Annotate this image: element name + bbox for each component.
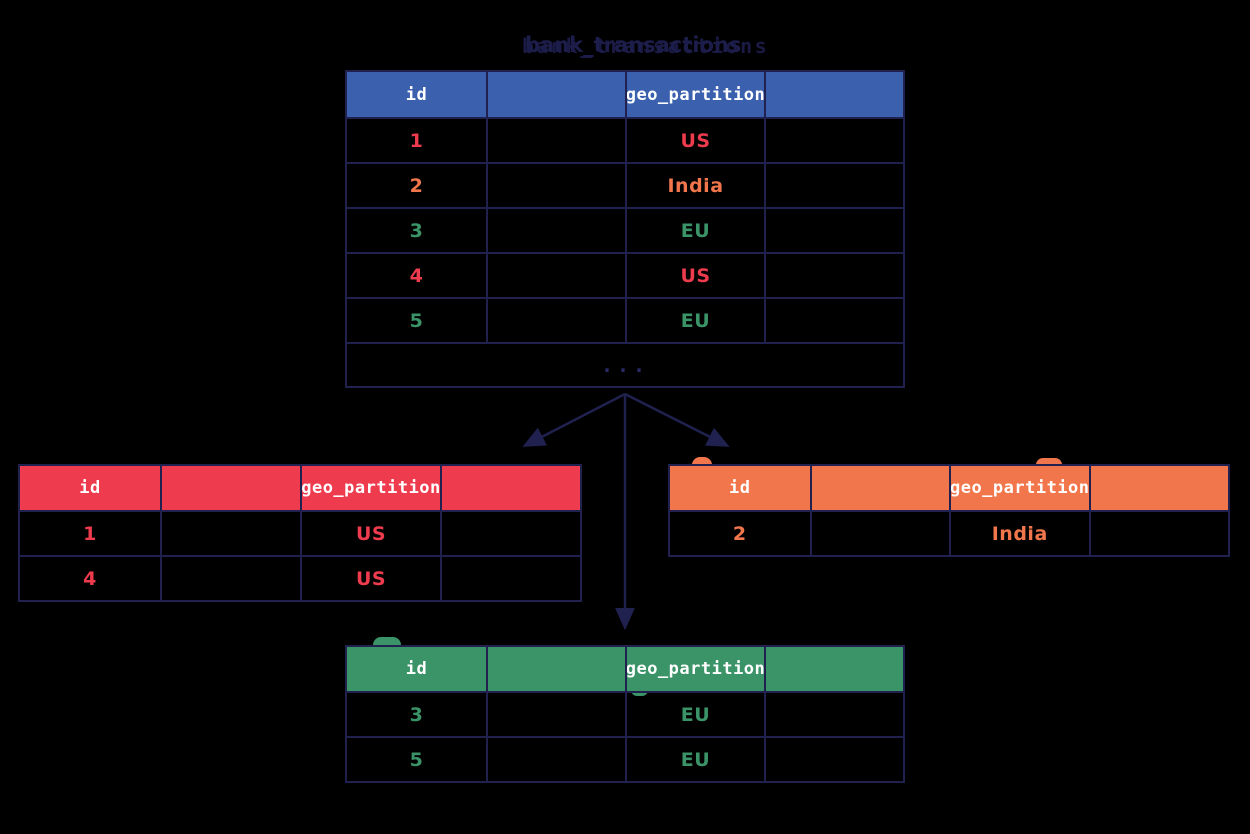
us-header-geo-partition: geo_partition (300, 466, 440, 510)
us-header-blank-1 (160, 466, 300, 510)
main-cell-blank (486, 117, 625, 162)
us-header-blank-2 (440, 466, 580, 510)
eu-header-geo-partition: geo_partition (625, 647, 764, 691)
main-cell-blank (764, 252, 903, 297)
clipped-icon-artifact-green-top (373, 637, 401, 645)
main-cell-id: 4 (347, 252, 486, 297)
us-partition-table: id geo_partition 1 US 4 US (18, 464, 582, 602)
main-cell-geo-partition: EU (625, 297, 764, 342)
main-cell-geo-partition: US (625, 252, 764, 297)
eu-header-blank-2 (764, 647, 903, 691)
india-cell-geo-partition: India (949, 510, 1089, 555)
india-partition-table: id geo_partition 2 India (668, 464, 1230, 557)
us-cell-id: 1 (20, 510, 160, 555)
eu-cell-geo-partition: EU (625, 691, 764, 736)
eu-cell-geo-partition: EU (625, 736, 764, 781)
us-cell-id: 4 (20, 555, 160, 600)
main-cell-geo-partition: India (625, 162, 764, 207)
main-cell-id: 2 (347, 162, 486, 207)
arrow-to-india-partition (624, 392, 730, 447)
eu-cell-id: 3 (347, 691, 486, 736)
eu-cell-blank (486, 691, 625, 736)
main-cell-geo-partition: US (625, 117, 764, 162)
clipped-icon-artifact-orange-left (692, 457, 712, 465)
main-cell-blank (486, 252, 625, 297)
india-cell-blank (1088, 510, 1228, 555)
india-header-geo-partition: geo_partition (949, 466, 1089, 510)
main-cell-geo-partition: EU (625, 207, 764, 252)
main-cell-id: 5 (347, 297, 486, 342)
eu-cell-blank (764, 736, 903, 781)
eu-cell-blank (486, 736, 625, 781)
us-header-id: id (20, 466, 160, 510)
eu-header-id: id (347, 647, 486, 691)
india-cell-blank (809, 510, 949, 555)
india-header-blank-1 (809, 466, 949, 510)
diagram-title-text-sans-layer: bank_transactions (525, 33, 742, 57)
eu-header-blank-1 (486, 647, 625, 691)
main-header-blank-2 (764, 72, 903, 117)
main-cell-id: 3 (347, 207, 486, 252)
us-cell-blank (440, 555, 580, 600)
us-cell-geo-partition: US (300, 510, 440, 555)
india-header-id: id (670, 466, 810, 510)
clipped-icon-artifact-orange-right (1036, 458, 1062, 465)
main-table: id geo_partition 1 US 2 India 3 EU 4 US … (345, 70, 905, 388)
main-cell-blank (486, 207, 625, 252)
diagram-title-text-mono-layer: bank_transactions (522, 34, 770, 58)
india-cell-id: 2 (670, 510, 810, 555)
main-cell-blank (764, 162, 903, 207)
us-cell-blank (160, 555, 300, 600)
us-cell-blank (160, 510, 300, 555)
main-header-geo-partition: geo_partition (625, 72, 764, 117)
main-cell-id: 1 (347, 117, 486, 162)
eu-cell-id: 5 (347, 736, 486, 781)
eu-cell-blank (764, 691, 903, 736)
main-cell-blank (486, 162, 625, 207)
main-header-blank-1 (486, 72, 625, 117)
us-cell-geo-partition: US (300, 555, 440, 600)
main-ellipsis-row: ... (347, 342, 903, 386)
eu-partition-table: id geo_partition 3 EU 5 EU (345, 645, 905, 783)
diagram-title: bank_transactions bank_transactions (345, 30, 905, 66)
main-cell-blank (486, 297, 625, 342)
main-cell-blank (764, 207, 903, 252)
arrow-to-us-partition (522, 392, 626, 447)
main-header-id: id (347, 72, 486, 117)
main-cell-blank (764, 117, 903, 162)
clipped-icon-artifact-green-bottom (631, 690, 648, 696)
us-cell-blank (440, 510, 580, 555)
main-cell-blank (764, 297, 903, 342)
india-header-blank-2 (1088, 466, 1228, 510)
